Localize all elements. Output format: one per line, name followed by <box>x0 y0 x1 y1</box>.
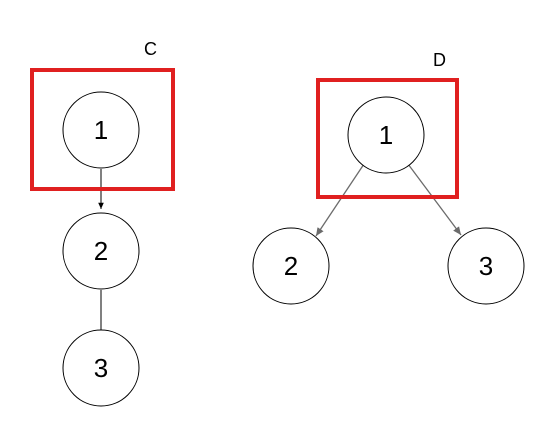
node-c-2: 2 <box>62 212 140 290</box>
highlight-box-c <box>30 68 175 191</box>
edge-d-1-3 <box>407 163 462 236</box>
node-c-1-label: 1 <box>94 115 108 145</box>
node-c-3-circle <box>62 329 140 407</box>
node-c-2-label: 2 <box>94 236 108 266</box>
node-c-3-label: 3 <box>94 353 108 383</box>
node-d-3-label: 3 <box>479 251 493 281</box>
node-c-1-circle <box>62 91 140 169</box>
node-c-2-circle <box>62 212 140 290</box>
diagram-d-label: D <box>433 50 446 70</box>
node-d-1: 1 <box>347 96 425 174</box>
node-d-3: 3 <box>447 227 525 305</box>
node-d-1-label: 1 <box>379 120 393 150</box>
node-d-1-circle <box>347 96 425 174</box>
node-d-2-label: 2 <box>284 251 298 281</box>
highlight-box-d <box>316 78 459 199</box>
node-d-2: 2 <box>252 227 330 305</box>
diagram-c: C 1 2 3 <box>30 39 175 407</box>
node-c-1: 1 <box>62 91 140 169</box>
diagram-d: D 1 2 3 <box>252 50 525 305</box>
edge-d-1-2 <box>315 163 365 237</box>
node-d-3-circle <box>447 227 525 305</box>
node-d-2-circle <box>252 227 330 305</box>
diagram-c-label: C <box>144 39 157 59</box>
node-c-3: 3 <box>62 329 140 407</box>
